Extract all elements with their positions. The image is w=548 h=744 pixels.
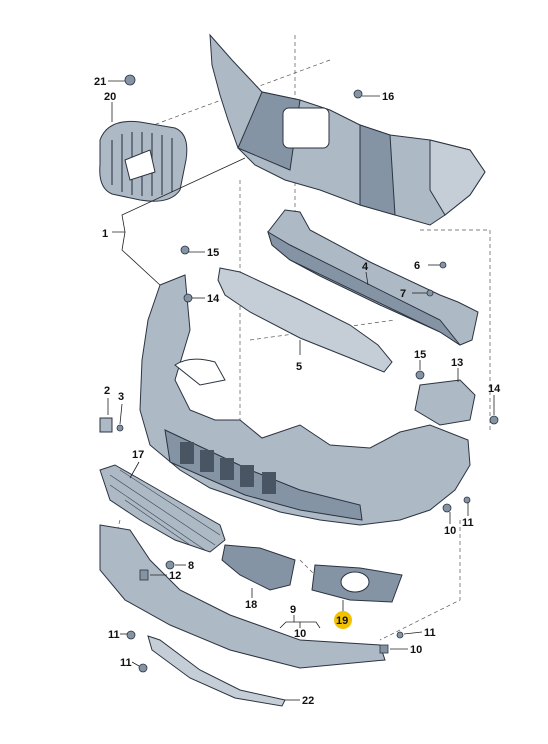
fog-lamp-grille-highlighted (311, 564, 403, 603)
callout-20: 20 (104, 91, 116, 103)
callout-16: 16 (382, 91, 394, 103)
callout-15b: 15 (414, 349, 426, 361)
trim-strip (147, 635, 286, 707)
callout-15a: 15 (207, 247, 219, 259)
callout-8: 8 (188, 560, 194, 572)
callout-11c: 11 (120, 657, 132, 669)
callout-1: 1 (102, 228, 108, 240)
radiator-grille (99, 120, 188, 202)
clip-part-2 (99, 417, 113, 433)
side-bracket (414, 379, 476, 426)
callout-18: 18 (245, 599, 257, 611)
fasteners (116, 74, 499, 673)
bumper-cover (139, 274, 471, 526)
callout-10a: 10 (294, 628, 306, 640)
callout-14b: 14 (488, 383, 501, 395)
bumper-carrier (209, 33, 486, 226)
leader-lines (107, 80, 495, 701)
callout-11b: 11 (108, 629, 120, 641)
callout-10c: 10 (410, 644, 422, 656)
callout-labels: 21 20 16 1 15 14 4 6 7 5 15 13 14 2 3 17… (94, 76, 501, 707)
callout-22: 22 (302, 695, 314, 707)
callout-5: 5 (296, 361, 302, 373)
callout-19: 19 (336, 615, 348, 627)
callout-11d: 11 (424, 627, 436, 639)
callout-2: 2 (104, 385, 110, 397)
callout-12: 12 (169, 570, 181, 582)
lower-grille (99, 464, 226, 553)
callout-17: 17 (132, 449, 144, 461)
side-grille-insert (221, 544, 296, 591)
callout-7: 7 (400, 288, 406, 300)
callout-11a: 11 (462, 517, 474, 529)
energy-absorber (217, 267, 393, 373)
callout-14a: 14 (207, 293, 220, 305)
callout-9: 9 (290, 604, 296, 616)
impact-bar (267, 209, 479, 346)
callout-13: 13 (451, 357, 463, 369)
highlight-marker-19 (334, 611, 352, 629)
callout-21: 21 (94, 76, 106, 88)
callout-10b: 10 (444, 525, 456, 537)
callout-4: 4 (362, 261, 369, 273)
callout-3: 3 (118, 391, 124, 403)
callout-6: 6 (414, 260, 420, 272)
